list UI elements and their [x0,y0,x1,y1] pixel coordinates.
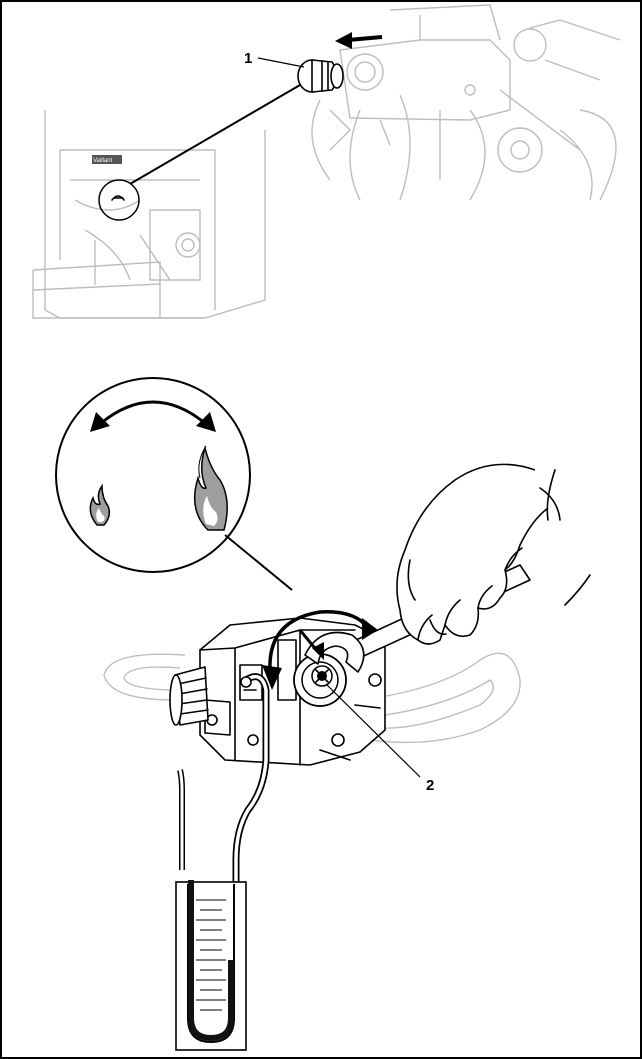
u-tube-manometer [176,880,246,1050]
boiler-overview: Vaillant [33,110,265,318]
removal-arrow [335,32,382,49]
callout-2: 2 [426,777,434,794]
detail-leader-middle [225,535,292,590]
callout-1: 1 [244,50,252,67]
wrench-and-hand [305,464,590,672]
flame-adjust-circle [56,378,250,572]
pressure-cap [298,60,343,92]
detail-circle-small [99,180,139,220]
brand-badge-text: Vaillant [93,158,113,164]
callout-1-leader [258,58,304,67]
gas-valve-detail-ghost [312,5,620,200]
